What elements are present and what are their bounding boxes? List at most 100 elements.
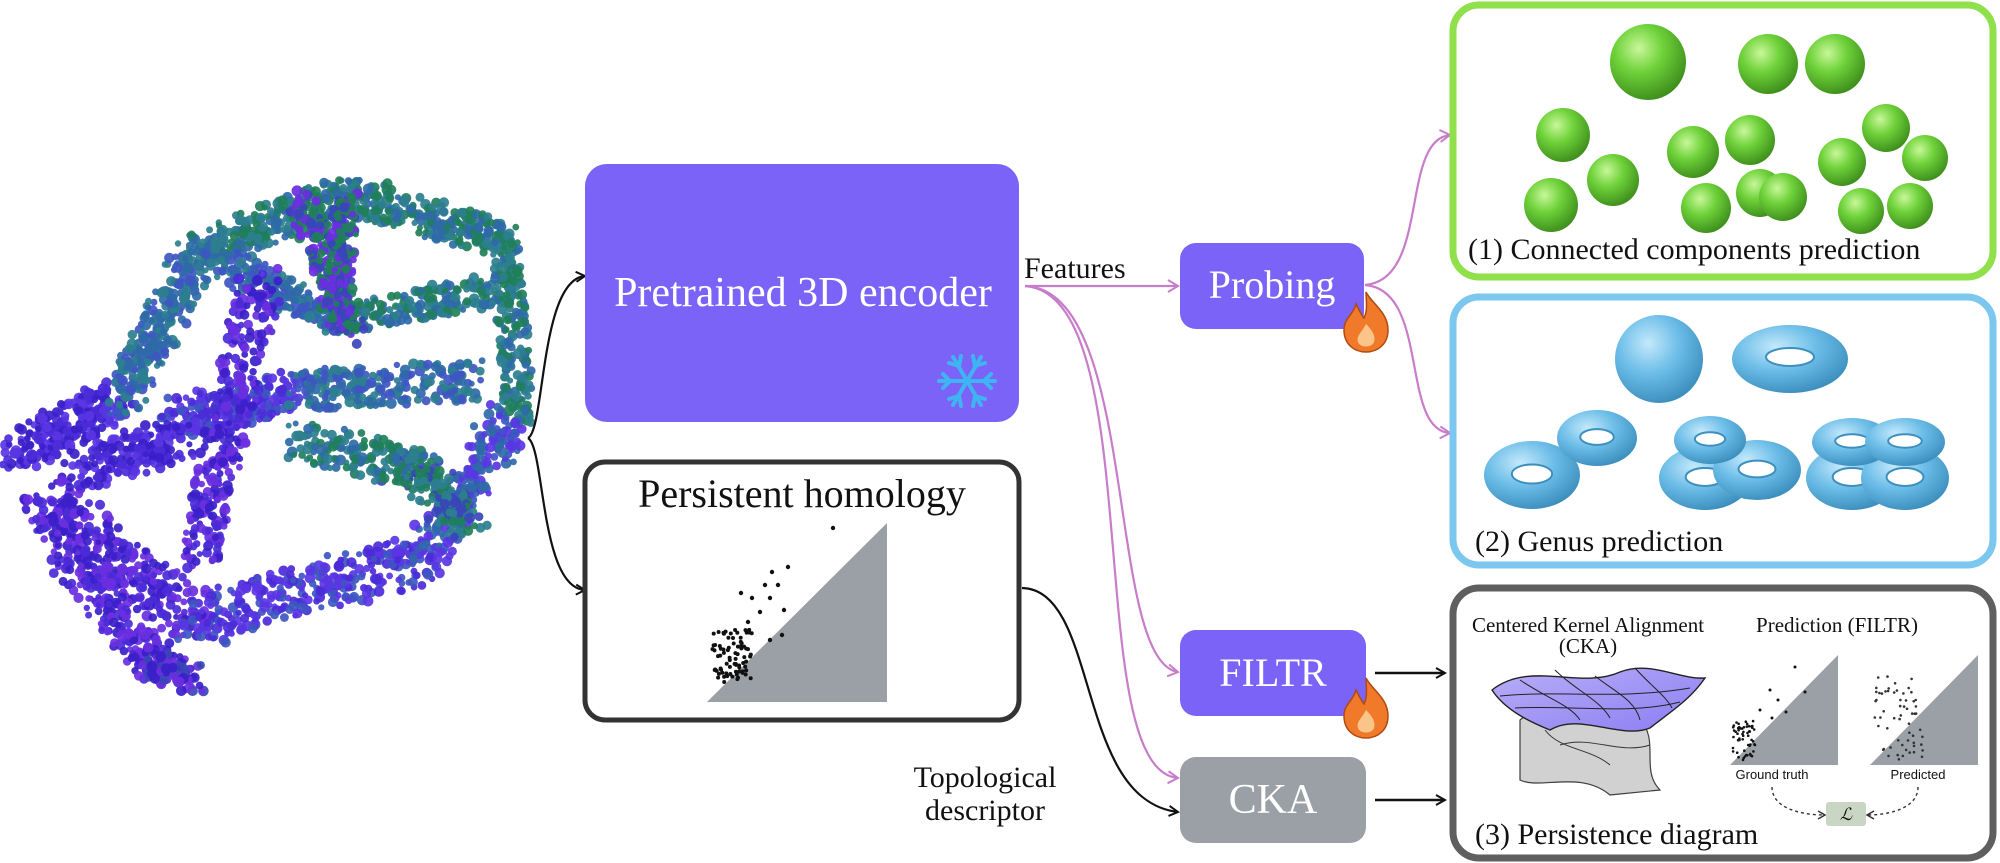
car-point	[311, 196, 321, 206]
car-point	[157, 623, 167, 633]
pred-dot	[1912, 750, 1916, 754]
car-point	[254, 263, 264, 273]
car-point	[471, 234, 483, 246]
car-point	[66, 544, 73, 551]
persistence-dot	[742, 655, 747, 660]
car-point	[143, 358, 152, 367]
gt-dot	[1742, 726, 1746, 729]
car-point	[495, 335, 506, 346]
car-point	[423, 359, 433, 370]
car-point	[516, 289, 528, 300]
car-point	[456, 207, 467, 218]
car-point	[303, 423, 314, 434]
car-point	[147, 305, 158, 316]
car-point	[110, 553, 118, 561]
green-sphere	[1610, 24, 1686, 100]
car-point	[42, 422, 52, 433]
car-point	[161, 261, 169, 268]
persistence-dot	[738, 639, 743, 644]
car-point	[422, 483, 431, 492]
car-point	[172, 262, 183, 273]
car-point	[76, 509, 84, 517]
car-point	[52, 431, 62, 442]
car-point	[469, 422, 479, 431]
car-point	[409, 519, 421, 531]
pred-dot	[1875, 686, 1878, 690]
car-point	[501, 382, 511, 392]
car-point	[215, 357, 226, 369]
car-point	[219, 504, 231, 515]
car-point	[163, 393, 173, 403]
car-point	[398, 580, 406, 587]
pred-dot	[1910, 690, 1913, 694]
car-point	[292, 286, 303, 297]
car-point	[334, 435, 343, 445]
car-point	[334, 213, 342, 222]
car-point	[185, 421, 193, 429]
car-point	[180, 598, 188, 606]
car-point	[362, 183, 374, 195]
car-point	[504, 336, 514, 347]
car-point	[323, 453, 334, 464]
gt-dot	[1743, 755, 1747, 758]
car-point	[243, 252, 252, 261]
car-point	[53, 529, 62, 537]
pred-dot	[1910, 712, 1914, 715]
car-point	[407, 492, 416, 502]
car-point	[284, 292, 294, 302]
car-point	[188, 683, 195, 690]
car-point	[521, 404, 530, 413]
car-point	[308, 265, 315, 272]
car-point	[132, 604, 142, 614]
car-point	[439, 498, 450, 509]
car-point	[31, 461, 42, 472]
ground-truth-label: Ground truth	[1736, 767, 1809, 782]
car-point	[106, 514, 115, 523]
car-point	[510, 458, 517, 466]
persistence-dot	[710, 647, 715, 652]
car-point	[206, 226, 214, 234]
persistence-dot	[769, 569, 775, 575]
car-point	[375, 384, 386, 394]
car-point	[196, 661, 205, 670]
gt-dot	[1748, 730, 1752, 733]
gt-dot	[1735, 751, 1739, 754]
car-point	[60, 459, 69, 468]
car-point	[185, 553, 193, 562]
car-point	[418, 540, 428, 551]
car-point	[67, 473, 76, 482]
car-point	[156, 681, 163, 688]
car-point	[294, 396, 302, 404]
car-point	[422, 569, 434, 580]
car-point	[375, 397, 386, 408]
car-point	[501, 244, 508, 252]
car-point	[352, 231, 359, 238]
pred-dot	[1908, 731, 1911, 734]
car-point	[453, 216, 460, 224]
car-point	[229, 230, 240, 241]
car-point	[47, 498, 56, 507]
encoder-block: Pretrained 3D encoder	[585, 164, 1019, 422]
car-point	[310, 378, 318, 386]
car-point	[173, 568, 181, 576]
pred-dot	[1908, 751, 1911, 754]
car-point	[67, 578, 77, 588]
car-point	[238, 228, 249, 239]
pred-dot	[1897, 758, 1901, 761]
car-point	[440, 517, 450, 526]
car-point	[187, 397, 196, 406]
gt-dot	[1747, 724, 1751, 728]
car-point	[381, 379, 391, 388]
car-point	[448, 516, 458, 527]
car-point	[94, 473, 103, 482]
car-point	[356, 551, 363, 558]
car-point	[130, 652, 140, 662]
car-point	[428, 496, 436, 504]
gt-dot	[1731, 750, 1735, 753]
car-point	[164, 252, 175, 264]
car-point	[319, 177, 329, 188]
car-point	[395, 381, 406, 393]
car-point	[277, 200, 288, 211]
car-point	[477, 217, 484, 225]
car-point	[476, 481, 487, 492]
